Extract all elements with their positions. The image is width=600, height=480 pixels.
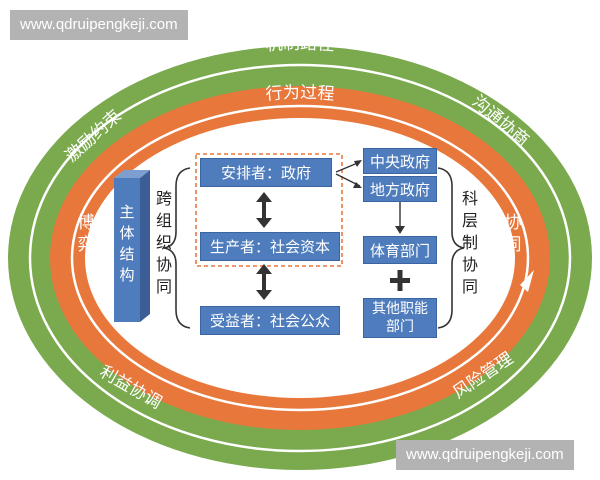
double-arrow-lower: [256, 264, 272, 300]
local-gov-box: 地方政府: [363, 176, 437, 202]
other-dept-label: 其他职能部门: [372, 301, 428, 335]
subject-bar-top: [114, 170, 150, 178]
watermark-bottom: www.qdruipengkeji.com: [396, 440, 574, 470]
outer-ring-top-label: 机制路径: [265, 34, 335, 56]
right-brace: [437, 167, 465, 329]
sports-dept-box: 体育部门: [363, 236, 437, 264]
subject-structure-label: 主体结构: [119, 203, 135, 284]
dashed-frame: [195, 153, 343, 267]
arrowhead-central: [354, 160, 362, 167]
inner-ring-left-label: 博弈: [77, 213, 95, 255]
central-gov-box: 中央政府: [363, 148, 437, 174]
subject-bar-side: [140, 170, 150, 322]
outer-ring-white-line-1: [28, 63, 572, 453]
inner-ring-right-label: 协同: [504, 213, 522, 255]
bureaucratic-label: 科层制协同: [461, 189, 478, 296]
inner-ring-white-line: [70, 104, 530, 412]
double-arrow-upper: [256, 192, 272, 228]
arrowhead-sports: [395, 226, 405, 234]
arranger-box: 安排者：政府: [200, 158, 332, 187]
cross-org-label: 跨组织协同: [155, 189, 172, 296]
plus-sign-v: [397, 270, 403, 291]
subject-bar-front: [114, 178, 140, 322]
producer-box: 生产者：社会资本: [200, 232, 340, 261]
inner-ring-arrowhead: [520, 270, 534, 292]
arrowhead-local: [353, 182, 362, 188]
beneficiary-box: 受益者：社会公众: [200, 306, 340, 335]
other-dept-box: 其他职能部门: [363, 298, 437, 338]
left-brace: [163, 167, 191, 329]
watermark-top: www.qdruipengkeji.com: [10, 10, 188, 40]
